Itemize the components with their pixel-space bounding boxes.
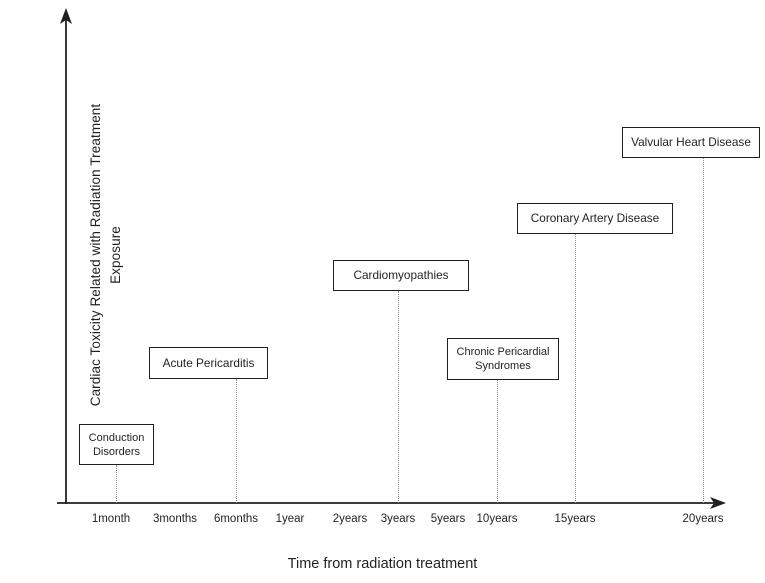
x-tick-label-6months: 6months [213,513,259,525]
x-axis-arrowhead [710,497,726,509]
event-label-line1: Cardiomyopathies [353,268,449,282]
event-label-line1: Valvular Heart Disease [631,135,751,149]
event-label-line1: Acute Pericarditis [162,355,255,370]
x-tick-label-5years: 5years [430,513,466,525]
x-tick-label-15years: 15years [554,513,596,525]
connector-acute-pericarditis [236,379,237,503]
x-tick-label-20years: 20years [682,513,724,525]
x-tick-label-1month: 1month [91,513,131,525]
x-tick-label-1year: 1year [275,513,305,525]
event-box-cardiomyopathies[interactable]: Cardiomyopathies [333,260,469,291]
connector-chronic-pericardial-syndromes [497,380,498,503]
event-box-acute-pericarditis[interactable]: Acute Pericarditis [149,347,268,379]
connector-coronary-artery-disease [575,234,576,503]
x-tick-label-2years: 2years [332,513,368,525]
y-axis-title-line1: Cardiac Toxicity Related with Radiation … [88,103,103,407]
event-label-line2: Syndromes [475,360,531,372]
event-label-line1: Chronic Pericardial [456,346,550,358]
event-label-line1: Conduction [88,431,145,444]
event-box-valvular-heart-disease[interactable]: Valvular Heart Disease [622,127,760,158]
connector-valvular-heart-disease [703,158,704,503]
y-axis-title-line2: Exposure [108,226,123,284]
x-axis-title: Time from radiation treatment [287,556,478,572]
event-box-coronary-artery-disease[interactable]: Coronary Artery Disease [517,203,673,234]
x-tick-label-3years: 3years [380,513,416,525]
x-tick-label-3months: 3months [152,513,198,525]
event-label-line2: Disorders [92,445,141,458]
connector-cardiomyopathies [398,291,399,503]
y-axis-title: Cardiac Toxicity Related with Radiation … [86,45,126,465]
connector-conduction-disorders [116,465,117,503]
event-label-line1: Coronary Artery Disease [530,211,660,225]
y-axis-arrowhead [60,8,72,24]
x-tick-label-10years: 10years [476,513,518,525]
